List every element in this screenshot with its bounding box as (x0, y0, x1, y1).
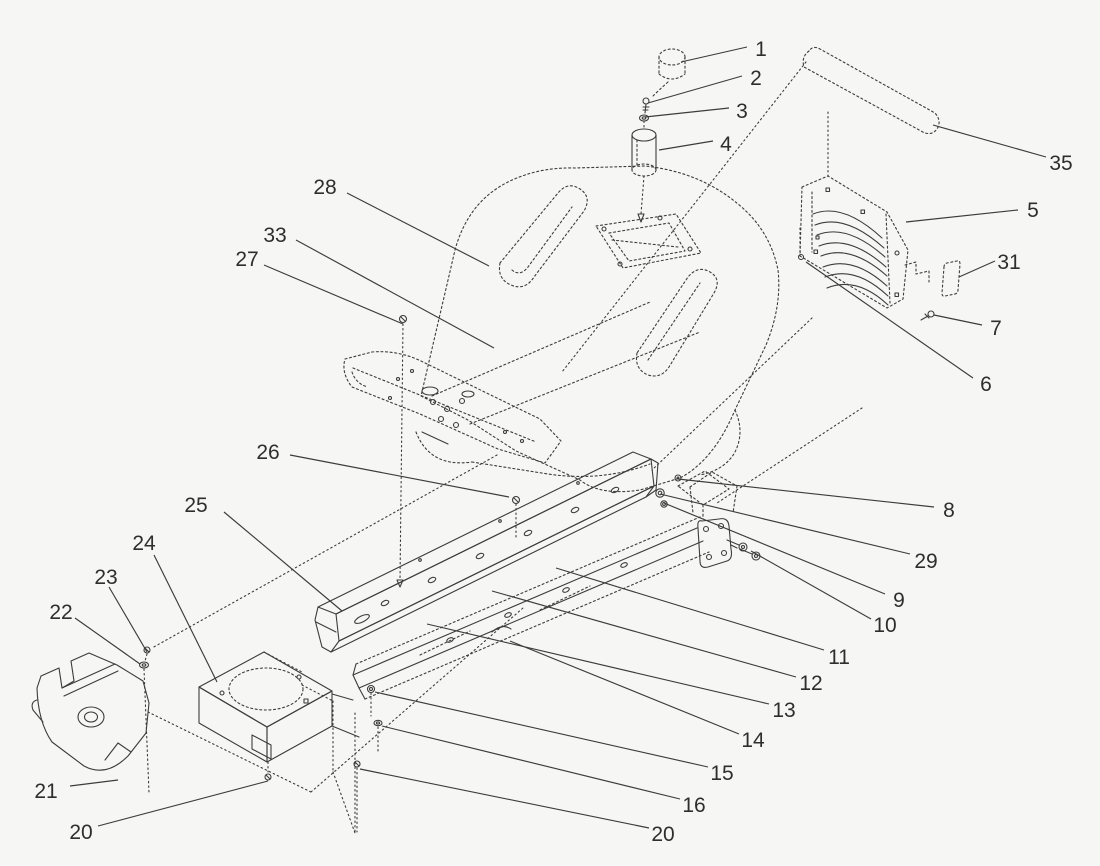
leader-22 (74, 617, 141, 665)
fender-body (343, 165, 780, 493)
small-plate (941, 260, 961, 297)
leader-20a (97, 780, 269, 827)
callout-13: 13 (772, 699, 795, 722)
leader-29 (659, 493, 911, 555)
leader-15 (374, 691, 709, 768)
callout-28: 28 (313, 176, 336, 199)
leader-24 (153, 554, 218, 683)
front-bracket (31, 652, 150, 771)
leader-23 (108, 586, 148, 653)
leader-13 (426, 623, 770, 705)
callout-11: 11 (828, 646, 850, 669)
leader-8 (677, 478, 935, 508)
leader-16 (381, 725, 681, 800)
leader-5 (905, 209, 1019, 223)
callout-20b: 20 (651, 823, 674, 846)
leader-35 (932, 124, 1047, 158)
leader-25 (223, 511, 343, 612)
support-box (198, 651, 360, 781)
leader-28 (346, 192, 490, 267)
callout-22: 22 (49, 601, 72, 624)
callout-23: 23 (94, 566, 117, 589)
callout-24: 24 (132, 532, 156, 555)
frame-rail-right (352, 516, 710, 700)
callout-16: 16 (682, 794, 705, 817)
callout-35: 35 (1049, 152, 1072, 175)
callout-14: 14 (741, 729, 765, 752)
callout-33: 33 (263, 224, 286, 247)
screw-27 (396, 314, 408, 588)
callout-31: 31 (997, 251, 1020, 274)
leader-6 (805, 261, 974, 379)
hitch-bolts (726, 539, 761, 561)
callout-25: 25 (184, 494, 207, 517)
callout-3: 3 (736, 100, 748, 123)
callout-15: 15 (710, 762, 733, 785)
leader-14 (509, 640, 740, 735)
leader-3 (644, 107, 730, 118)
leader-11 (555, 567, 825, 651)
callout-12: 12 (799, 672, 822, 695)
hitch-bracket (677, 470, 738, 568)
leader-20b (359, 768, 650, 829)
callout-8: 8 (943, 499, 955, 522)
leader-4 (658, 140, 714, 151)
callout-27: 27 (235, 248, 258, 271)
leader-lines (69, 46, 1047, 829)
callout-9: 9 (893, 589, 905, 612)
callout-10: 10 (873, 614, 896, 637)
leader-26 (289, 454, 510, 498)
screws-22-23 (138, 646, 151, 794)
callout-29: 29 (914, 550, 937, 573)
callout-21: 21 (34, 780, 57, 803)
strip-part (561, 46, 940, 373)
callout-labels: 1 2 3 4 35 5 31 7 6 28 33 27 26 25 24 23… (34, 38, 1072, 846)
callout-20a: 20 (69, 821, 92, 844)
vent-panel (651, 175, 930, 504)
leader-27 (263, 264, 404, 325)
screw-26 (511, 495, 521, 541)
leader-7 (933, 314, 983, 326)
leader-33 (295, 239, 495, 349)
leader-9 (663, 502, 886, 595)
callout-6: 6 (980, 373, 992, 396)
callout-2: 2 (750, 67, 762, 90)
leader-10 (750, 550, 872, 620)
leader-2 (647, 75, 743, 104)
callout-1: 1 (755, 38, 767, 61)
leader-31 (958, 260, 996, 278)
leader-21 (69, 779, 119, 787)
leader-1 (680, 46, 748, 63)
callout-4: 4 (720, 133, 732, 156)
leader-12 (491, 590, 797, 678)
frame-rail-left (314, 451, 659, 653)
callout-26: 26 (256, 441, 279, 464)
lower-hardware (353, 684, 383, 833)
callout-7: 7 (990, 317, 1002, 340)
screw-7 (920, 310, 935, 321)
callout-5: 5 (1027, 199, 1039, 222)
rail-hardware (655, 474, 682, 508)
knob-assembly (631, 48, 686, 223)
